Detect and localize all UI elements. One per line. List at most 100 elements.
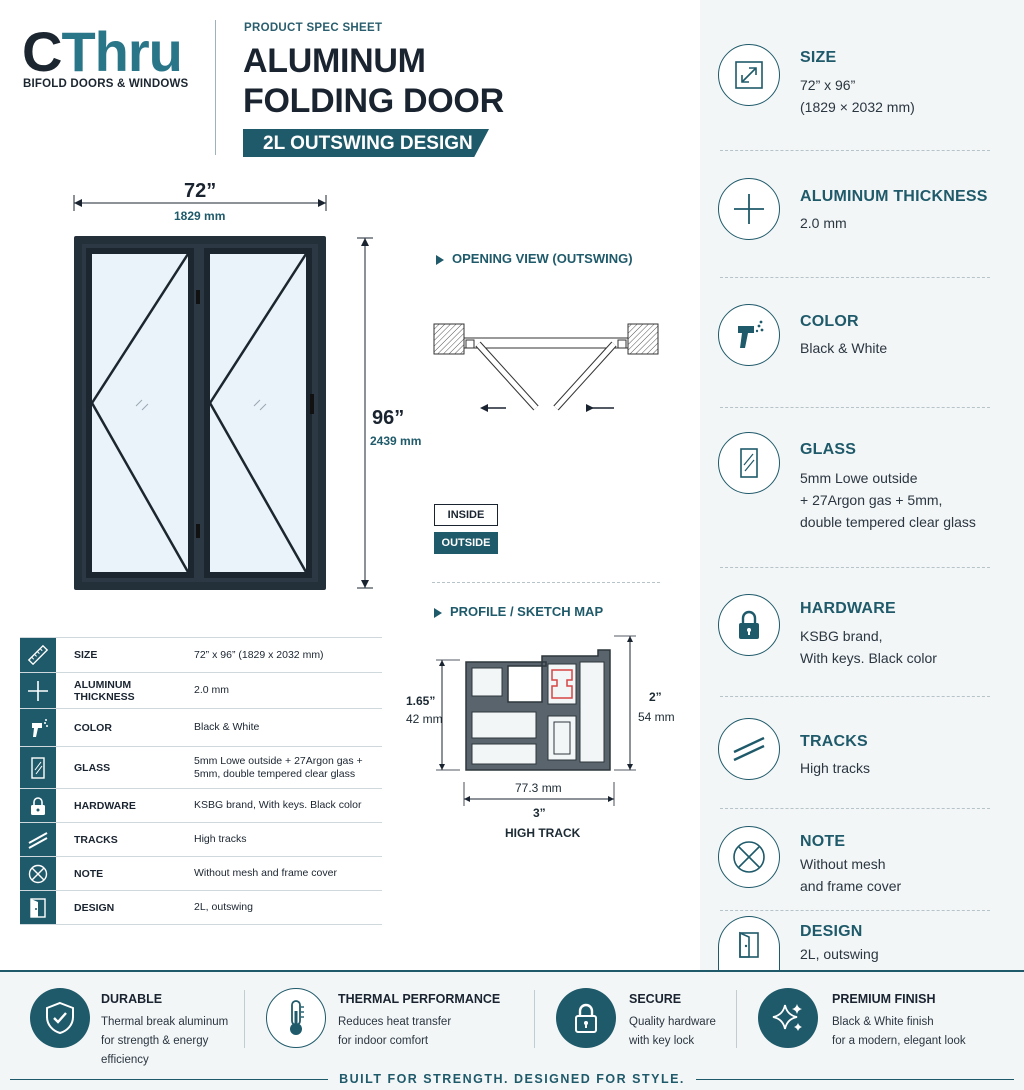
- tracks-icon: [718, 718, 780, 780]
- spec-row-note: NOTE Without mesh and frame cover: [20, 857, 382, 891]
- spec-value: Without mesh and frame cover: [194, 867, 337, 879]
- footer-title: SECURE: [629, 992, 682, 1006]
- design-ribbon: 2L OUTSWING DESIGN: [243, 129, 489, 157]
- feature-title: SIZE: [800, 49, 837, 66]
- spec-row-design: DESIGN 2L, outswing: [20, 891, 382, 925]
- feature-divider: [720, 150, 990, 151]
- tracks-icon: [20, 823, 56, 856]
- feature-text: Black & White: [800, 340, 888, 356]
- feature-title: ALUMINUM THICKNESS: [800, 188, 988, 205]
- profile-right-inch: 2”: [649, 690, 662, 704]
- brand-name-part1: C: [22, 20, 62, 83]
- feature-divider: [720, 277, 990, 278]
- spec-label: GLASS: [74, 761, 111, 774]
- profile-sketch-diagram: [436, 635, 636, 806]
- height-dimension-line: [357, 237, 373, 589]
- triangle-bullet-icon: [436, 254, 444, 265]
- no-mesh-icon: [20, 857, 56, 890]
- profile-caption: HIGH TRACK: [505, 826, 581, 840]
- feature-divider: [720, 407, 990, 408]
- spray-gun-icon: [20, 709, 56, 746]
- feature-text: 72” x 96”(1829 × 2032 mm): [800, 77, 915, 115]
- shield-check-icon: [30, 988, 90, 1048]
- header-divider: [215, 20, 216, 155]
- glass-pane-icon: [20, 747, 56, 788]
- profile-bottom-inch: 3”: [533, 806, 546, 820]
- spec-value: 2L, outswing: [194, 901, 253, 913]
- page-kicker: PRODUCT SPEC SHEET: [244, 22, 383, 34]
- feature-text: 2L, outswing: [800, 946, 879, 962]
- spec-value: 72” x 96” (1829 x 2032 mm): [194, 648, 324, 661]
- padlock-icon: [20, 789, 56, 822]
- spray-gun-icon: [718, 304, 780, 366]
- triangle-bullet-icon: [434, 607, 442, 618]
- door-icon: [20, 891, 56, 924]
- footer-separator: [534, 990, 535, 1048]
- resize-icon: [718, 44, 780, 106]
- spec-value: KSBG brand, With keys. Black color: [194, 799, 362, 811]
- cross-icon: [20, 673, 56, 708]
- spec-label: ALUMINUM THICKNESS: [74, 678, 135, 703]
- spec-row-glass: GLASS 5mm Lowe outside + 27Argon gas + 5…: [20, 747, 382, 789]
- no-mesh-icon: [718, 826, 780, 888]
- sparkle-icon: [758, 988, 818, 1048]
- spec-label: HARDWARE: [74, 799, 136, 812]
- opening-view-heading: OPENING VIEW (OUTSWING): [436, 251, 633, 266]
- spec-label: DESIGN: [74, 901, 115, 914]
- section-divider: [432, 582, 660, 583]
- spec-value: High tracks: [194, 833, 247, 845]
- brand-logo: CThru: [22, 24, 183, 80]
- spec-row-size: SIZE 72” x 96” (1829 x 2032 mm): [20, 637, 382, 673]
- feature-title: GLASS: [800, 441, 857, 458]
- spec-value: 5mm Lowe outside + 27Argon gas + 5mm, do…: [194, 754, 363, 780]
- profile-heading: PROFILE / SKETCH MAP: [434, 604, 603, 619]
- width-inch-label: 72”: [184, 180, 217, 202]
- spec-row-thickness: ALUMINUM THICKNESS 2.0 mm: [20, 673, 382, 709]
- spec-label: TRACKS: [74, 833, 118, 846]
- spec-table: SIZE 72” x 96” (1829 x 2032 mm) ALUMINUM…: [20, 637, 382, 925]
- spec-row-color: COLOR Black & White: [20, 709, 382, 747]
- padlock-icon: [718, 594, 780, 656]
- profile-bottom-mm: 77.3 mm: [515, 781, 562, 795]
- page-title-line1: ALUMINUM: [243, 42, 426, 80]
- folding-door-drawing: [74, 236, 326, 590]
- legend-outside: OUTSIDE: [434, 532, 498, 554]
- footer-title: PREMIUM FINISH: [832, 992, 936, 1006]
- feature-divider: [720, 808, 990, 809]
- feature-text: High tracks: [800, 760, 871, 776]
- feature-text: 2.0 mm: [800, 215, 847, 231]
- brand-subtitle: BIFOLD DOORS & WINDOWS: [23, 78, 189, 90]
- feature-text: 5mm Lowe outside+ 27Argon gas + 5mm,doub…: [800, 470, 976, 530]
- footer-separator: [736, 990, 737, 1048]
- feature-panel: SIZE 72” x 96”(1829 × 2032 mm) ALUMINUM …: [700, 0, 1024, 970]
- feature-title: NOTE: [800, 833, 846, 850]
- spec-value: 2.0 mm: [194, 684, 230, 696]
- padlock-icon: [556, 988, 616, 1048]
- feature-divider: [720, 696, 990, 697]
- cross-icon: [718, 178, 780, 240]
- height-inch-label: 96”: [372, 407, 405, 429]
- profile-right-mm: 54 mm: [638, 710, 675, 724]
- footer-tagline: BUILT FOR STRENGTH. DESIGNED FOR STYLE.: [339, 1072, 685, 1086]
- feature-title: DESIGN: [800, 923, 863, 940]
- profile-left-inch: 1.65”: [406, 694, 436, 708]
- door-icon: [718, 916, 780, 970]
- spec-value: Black & White: [194, 721, 260, 733]
- feature-divider: [720, 910, 990, 911]
- width-mm-label: 1829 mm: [174, 209, 226, 223]
- footer-title: THERMAL PERFORMANCE: [338, 992, 501, 1006]
- width-dimension-line: [73, 195, 327, 211]
- height-mm-label: 2439 mm: [370, 434, 422, 448]
- feature-divider: [720, 567, 990, 568]
- opening-view-diagram: [433, 323, 659, 412]
- feature-title: TRACKS: [800, 733, 868, 750]
- spec-row-tracks: TRACKS High tracks: [20, 823, 382, 857]
- tagline-rule-left: [10, 1079, 328, 1080]
- legend-inside: INSIDE: [434, 504, 498, 526]
- tagline-rule-right: [696, 1079, 1014, 1080]
